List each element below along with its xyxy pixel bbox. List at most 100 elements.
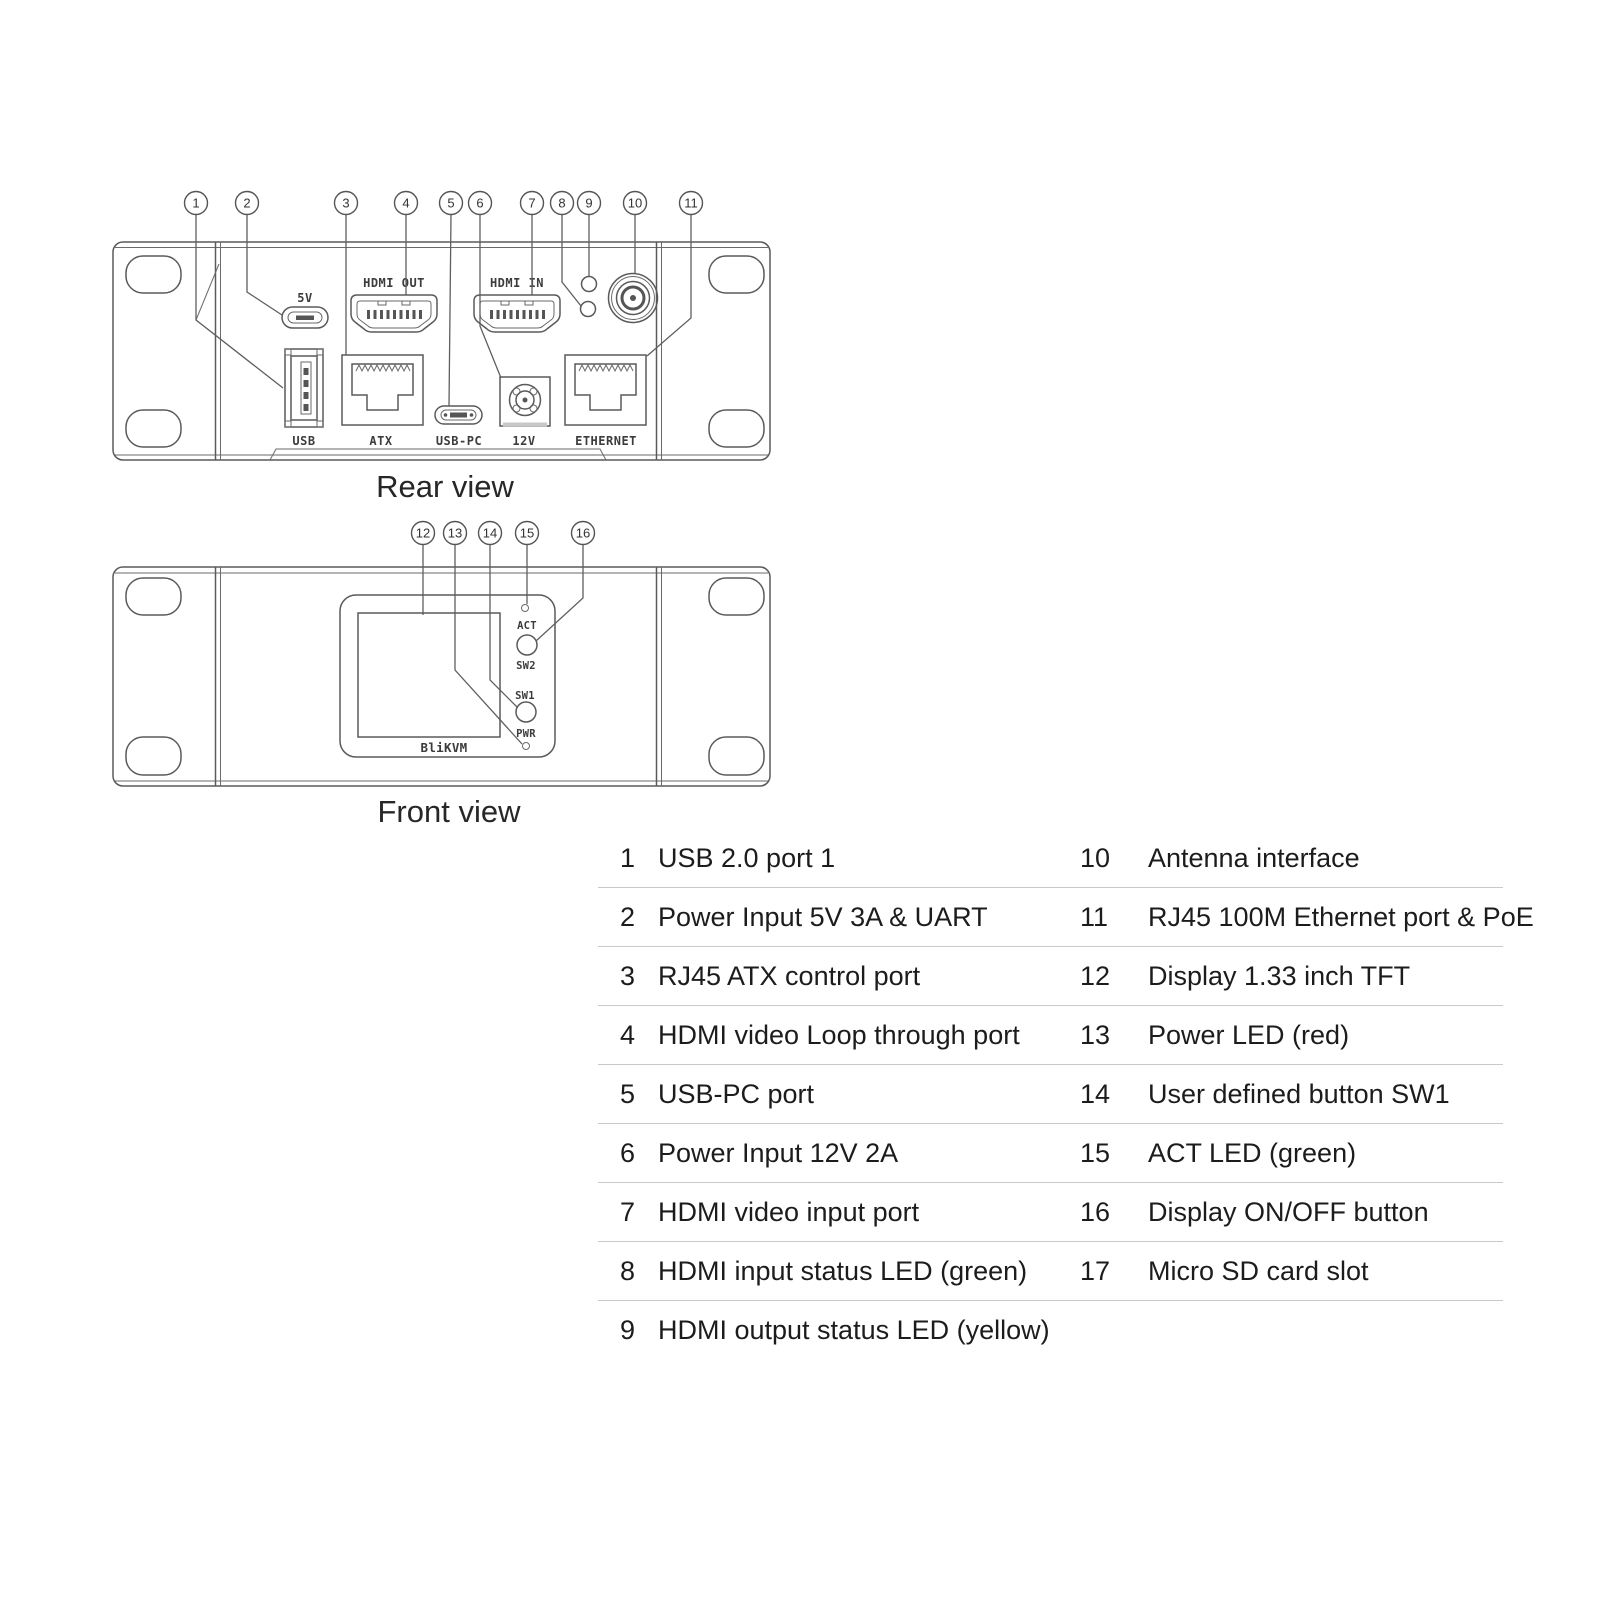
callout-13: 13 (442, 520, 468, 546)
sw1-label: SW1 (515, 690, 535, 702)
legend-row: 2 Power Input 5V 3A & UART 11 RJ45 100M … (598, 888, 1534, 947)
svg-text:2: 2 (243, 196, 250, 211)
svg-text:12: 12 (416, 526, 430, 541)
legend-num: 4 (620, 1019, 636, 1050)
power-12v-port: 12V (499, 376, 551, 448)
hdmi-input-status-led (579, 300, 597, 318)
legend-desc: User defined button SW1 (1148, 1078, 1450, 1109)
mount-hole (125, 409, 182, 448)
callout-3: 3 (333, 190, 359, 216)
power-5v-port: 5V (281, 291, 329, 329)
callout-16-line (535, 545, 584, 642)
callout-8: 8 (549, 190, 575, 216)
legend-row: 9 HDMI output status LED (yellow) (598, 1301, 1503, 1359)
act-label: ACT (517, 620, 537, 632)
legend-num: 8 (620, 1255, 636, 1286)
rear-bracket (112, 241, 771, 461)
ethernet-port: ETHERNET (564, 354, 647, 448)
svg-text:16: 16 (576, 526, 590, 541)
mount-hole (125, 255, 182, 294)
callout-14-line (489, 545, 518, 708)
legend-num: 5 (620, 1078, 636, 1109)
legend-num: 14 (1080, 1078, 1111, 1109)
mount-hole (708, 409, 765, 448)
hdmi-in-port: HDMI IN (473, 276, 561, 333)
legend-num: 13 (1080, 1019, 1111, 1050)
legend-row: 4 HDMI video Loop through port 13 Power … (598, 1006, 1503, 1065)
legend-row: 1 USB 2.0 port 1 10 Antenna interface (598, 829, 1503, 888)
callout-16: 16 (570, 520, 596, 546)
antenna-connector (607, 272, 659, 324)
legend-num: 7 (620, 1196, 636, 1227)
callout-12: 12 (410, 520, 436, 546)
callout-2: 2 (234, 190, 260, 216)
sw2-button (516, 634, 538, 656)
legend-num: 10 (1080, 842, 1111, 873)
legend-desc: Power LED (red) (1148, 1019, 1350, 1050)
rear-view-diagram: 5V HDMI OUT HDMI IN (112, 190, 771, 504)
legend-desc: Power Input 12V 2A (658, 1137, 899, 1168)
hdmi-out-port: HDMI OUT (350, 276, 438, 333)
callout-15: 15 (514, 520, 540, 546)
svg-text:3: 3 (342, 196, 349, 211)
svg-text:11: 11 (684, 196, 698, 211)
mount-hole (708, 255, 765, 294)
port-label-usb-pc: USB-PC (436, 434, 482, 448)
callout-2-line (246, 215, 283, 316)
pwr-led (522, 742, 530, 750)
port-label-12v: 12V (512, 434, 535, 448)
mount-hole (125, 736, 182, 776)
legend-table: 1 USB 2.0 port 1 10 Antenna interface 2 … (598, 829, 1534, 1359)
legend-desc: RJ45 100M Ethernet port & PoE (1148, 901, 1534, 932)
hdmi-output-status-led (580, 275, 598, 293)
legend-num: 11 (1080, 901, 1109, 932)
legend-desc: HDMI video Loop through port (658, 1019, 1020, 1050)
legend-row: 7 HDMI video input port 16 Display ON/OF… (598, 1183, 1503, 1242)
legend-row: 3 RJ45 ATX control port 12 Display 1.33 … (598, 947, 1503, 1006)
port-label-ethernet: ETHERNET (575, 434, 637, 448)
port-label-hdmi-out: HDMI OUT (363, 276, 425, 290)
atx-port: ATX (341, 354, 424, 448)
legend-num: 16 (1080, 1196, 1111, 1227)
mount-hole (708, 736, 765, 776)
svg-text:15: 15 (520, 526, 534, 541)
svg-text:7: 7 (528, 196, 535, 211)
front-view-title: Front view (378, 794, 522, 829)
mount-hole (125, 577, 182, 616)
tft-display (357, 612, 501, 738)
callout-8-line (561, 215, 582, 307)
svg-text:6: 6 (476, 196, 483, 211)
port-label-usb: USB (292, 434, 315, 448)
rear-view-title: Rear view (376, 469, 514, 504)
legend-desc: Display ON/OFF button (1148, 1196, 1429, 1227)
svg-text:10: 10 (628, 196, 642, 211)
callout-9: 9 (576, 190, 602, 216)
legend-desc: HDMI output status LED (yellow) (658, 1314, 1050, 1345)
bracket-gusset (195, 263, 220, 321)
svg-text:8: 8 (558, 196, 565, 211)
mount-hole (708, 577, 765, 616)
sw2-label: SW2 (516, 660, 536, 672)
port-label-5v: 5V (297, 291, 312, 305)
legend-num: 12 (1080, 960, 1111, 991)
svg-text:13: 13 (448, 526, 462, 541)
legend-desc: Micro SD card slot (1148, 1255, 1369, 1286)
callout-13-line (454, 545, 523, 745)
callout-10: 10 (622, 190, 648, 216)
front-view-diagram: ACT SW2 SW1 PWR BliKVM 12 13 14 15 16 Fr… (112, 520, 771, 829)
legend-row: 5 USB-PC port 14 User defined button SW1 (598, 1065, 1503, 1124)
front-panel: ACT SW2 SW1 PWR BliKVM (339, 594, 556, 758)
legend-row: 6 Power Input 12V 2A 15 ACT LED (green) (598, 1124, 1503, 1183)
svg-text:4: 4 (402, 196, 409, 211)
svg-text:5: 5 (447, 196, 454, 211)
callout-14: 14 (477, 520, 503, 546)
port-label-hdmi-in: HDMI IN (490, 276, 544, 290)
legend-desc: Antenna interface (1148, 842, 1360, 873)
legend-desc: HDMI input status LED (green) (658, 1255, 1028, 1286)
callout-4: 4 (393, 190, 419, 216)
pwr-label: PWR (516, 728, 536, 740)
svg-text:14: 14 (483, 526, 497, 541)
legend-desc: USB-PC port (658, 1078, 815, 1109)
legend-num: 1 (620, 842, 636, 873)
